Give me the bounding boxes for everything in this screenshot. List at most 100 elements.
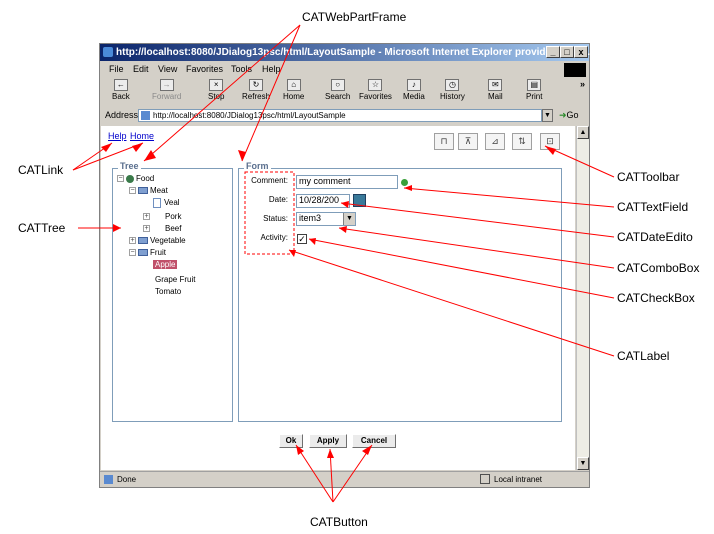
arrowhead xyxy=(362,445,372,455)
ok-button[interactable]: Ok xyxy=(279,434,303,448)
annotation-cattree: CATTree xyxy=(18,221,66,235)
title-bar: http://localhost:8080/JDialog13psc/html/… xyxy=(100,44,596,61)
address-input[interactable]: http://localhost:8080/JDialog13psc/html/… xyxy=(138,109,542,122)
chevron-down-icon: ▼ xyxy=(343,213,355,225)
arrowhead xyxy=(289,250,296,257)
status-combobox[interactable]: item3▼ xyxy=(296,212,356,226)
tree-node-fruit[interactable]: −Fruit xyxy=(129,248,166,257)
comment-field[interactable]: my comment xyxy=(296,175,398,189)
tree-node-apple[interactable]: Apple xyxy=(153,260,178,269)
refresh-icon: ↻ xyxy=(249,79,263,91)
tree-node-meat[interactable]: −Meat xyxy=(129,186,168,195)
minimize-button[interactable]: _ xyxy=(546,46,560,58)
search-button[interactable]: ○Search xyxy=(325,79,351,101)
address-dropdown-button[interactable]: ▼ xyxy=(542,109,553,122)
collapse-icon: − xyxy=(117,175,124,183)
page-toolbar-button-2[interactable]: ⊼ xyxy=(458,133,478,150)
menu-file[interactable]: File xyxy=(109,64,124,74)
arrowhead xyxy=(545,146,556,155)
page-toolbar-button-1[interactable]: ⊓ xyxy=(434,133,454,150)
media-icon: ♪ xyxy=(406,79,421,91)
tree-legend: Tree xyxy=(118,161,141,171)
calendar-icon[interactable] xyxy=(353,194,366,207)
help-link[interactable]: Help xyxy=(108,131,127,141)
arrowhead xyxy=(309,238,316,245)
history-icon: ◷ xyxy=(445,79,460,91)
status-bar: Done Local intranet xyxy=(100,471,589,488)
media-button[interactable]: ♪Media xyxy=(403,79,425,101)
annotation-catlabel: CATLabel xyxy=(617,349,670,363)
collapse-icon: − xyxy=(129,187,136,195)
activity-label: Activity: xyxy=(260,233,288,242)
go-arrow-icon: ➜ xyxy=(559,110,567,120)
tree-node-veal[interactable]: Veal xyxy=(153,198,180,208)
tree-node-tomato[interactable]: Tomato xyxy=(155,287,182,296)
page-toolbar-button-5[interactable]: ⊡ xyxy=(540,133,560,150)
standard-toolbar: ←Back →Forward ×Stop ↻Refresh ⌂Home ○Sea… xyxy=(100,79,589,106)
expand-icon: + xyxy=(143,225,150,233)
scroll-down-button[interactable]: ▼ xyxy=(577,457,589,470)
arrow-label xyxy=(288,249,615,357)
comment-label: Comment: xyxy=(251,176,288,185)
tree-node-pork[interactable]: +Pork xyxy=(143,212,182,221)
zone-text: Local intranet xyxy=(494,475,543,484)
home-link[interactable]: Home xyxy=(130,131,155,141)
back-button[interactable]: ←Back xyxy=(112,79,130,101)
arrowhead xyxy=(341,201,349,208)
page-toolbar-button-3[interactable]: ⊿ xyxy=(485,133,505,150)
address-label: Address xyxy=(105,110,139,120)
arrow-toolbar xyxy=(544,145,615,178)
address-bar: Address http://localhost:8080/JDialog13p… xyxy=(100,107,589,125)
home-button[interactable]: ⌂Home xyxy=(283,79,305,101)
expand-icon: + xyxy=(129,237,136,245)
history-button[interactable]: ◷History xyxy=(440,79,465,101)
annotation-catcombobox: CATComboBox xyxy=(617,261,700,275)
tree-node-beef[interactable]: +Beef xyxy=(143,224,182,233)
menu-favorites[interactable]: Favorites xyxy=(186,64,224,74)
date-label: Date: xyxy=(268,195,288,204)
arrowhead xyxy=(132,143,143,152)
cancel-button[interactable]: Cancel xyxy=(352,434,396,448)
tree-panel xyxy=(112,168,233,422)
scroll-up-button[interactable]: ▲ xyxy=(577,126,589,139)
refresh-button[interactable]: ↻Refresh xyxy=(242,79,271,101)
form-panel xyxy=(238,168,562,422)
arrow-combobox xyxy=(338,227,615,269)
toolbar-overflow-button[interactable]: » xyxy=(580,79,586,89)
globe-icon xyxy=(126,174,134,183)
windows-logo-icon xyxy=(564,63,586,77)
tree-node-vegetable[interactable]: +Vegetable xyxy=(129,236,186,245)
menu-edit[interactable]: Edit xyxy=(133,64,149,74)
date-field[interactable]: 10/28/200 xyxy=(296,194,350,208)
mail-button[interactable]: ✉Mail xyxy=(488,79,503,101)
arrow-dateeditor xyxy=(340,202,615,238)
menu-view[interactable]: View xyxy=(158,64,178,74)
tree-node-grape-fruit[interactable]: Grape Fruit xyxy=(155,275,196,284)
tree-node-food[interactable]: −Food xyxy=(117,174,155,183)
go-button[interactable]: ➜Go xyxy=(559,110,579,120)
page-toolbar-button-4[interactable]: ⇅ xyxy=(512,133,532,150)
arrowhead xyxy=(113,224,121,232)
menu-help[interactable]: Help xyxy=(262,64,281,74)
maximize-button[interactable]: □ xyxy=(560,46,574,58)
menu-bar: File Edit View Favorites Tools Help xyxy=(100,62,589,78)
folder-icon xyxy=(138,237,148,245)
favorites-button[interactable]: ☆Favorites xyxy=(359,79,392,101)
activity-checkbox[interactable]: ✓ xyxy=(297,234,307,244)
close-button[interactable]: x xyxy=(574,46,588,58)
search-icon: ○ xyxy=(330,79,345,91)
apply-button[interactable]: Apply xyxy=(309,434,347,448)
menu-tools[interactable]: Tools xyxy=(231,64,253,74)
forward-icon: → xyxy=(159,79,174,91)
arrowhead xyxy=(404,185,412,191)
page-icon xyxy=(141,111,150,120)
intranet-zone-icon xyxy=(480,474,490,484)
forward-button[interactable]: →Forward xyxy=(152,79,182,101)
annotation-catcheckbox: CATCheckBox xyxy=(617,291,695,305)
stop-button[interactable]: ×Stop xyxy=(208,79,225,101)
status-dot-icon xyxy=(401,179,408,186)
annotation-catwebpartframe: CATWebPartFrame xyxy=(302,10,407,24)
print-button[interactable]: ▤Print xyxy=(526,79,543,101)
vertical-scrollbar[interactable]: ▲ ▼ xyxy=(576,126,589,470)
